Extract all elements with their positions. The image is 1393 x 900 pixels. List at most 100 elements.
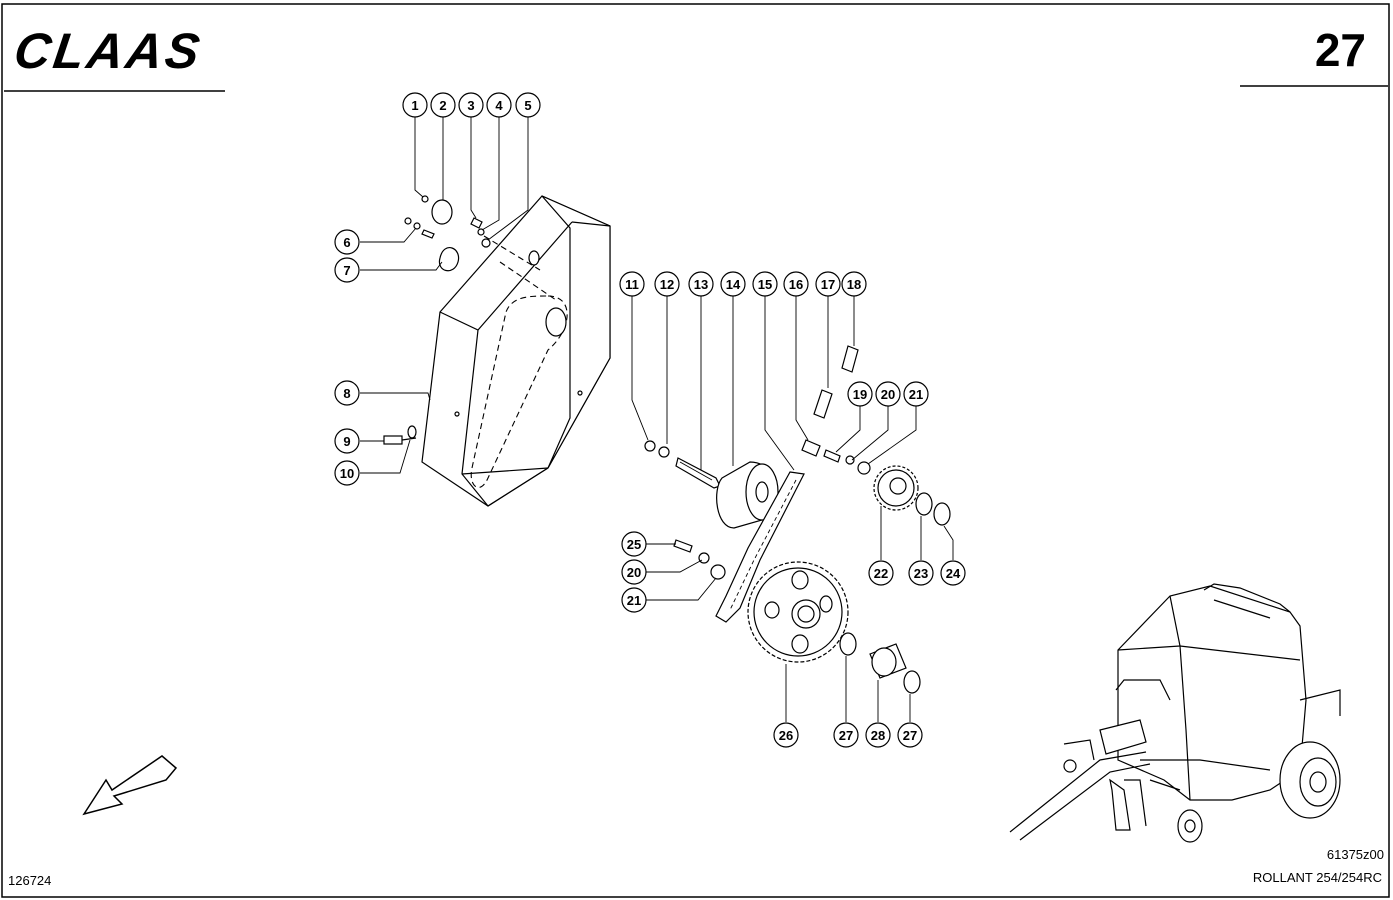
housing-bolt-set <box>383 425 417 445</box>
svg-text:3: 3 <box>467 98 474 113</box>
part-1-pin <box>421 195 429 203</box>
page-number: 27 <box>1315 24 1366 76</box>
part-7-strap <box>438 247 460 272</box>
small-sprocket-group <box>823 449 951 526</box>
callout-7: 7 <box>334 257 360 283</box>
callout-23: 23 <box>908 560 934 586</box>
callout-13: 13 <box>688 271 714 297</box>
svg-text:23: 23 <box>914 566 928 581</box>
part-6-nut-a <box>404 217 412 225</box>
callout-21-upper: 21 <box>903 381 929 407</box>
callout-28: 28 <box>865 722 891 748</box>
callout-4: 4 <box>486 92 512 118</box>
svg-text:16: 16 <box>789 277 803 292</box>
page-frame <box>1 3 1390 898</box>
direction-arrow <box>82 755 178 816</box>
part-9-bolt-head <box>383 435 403 445</box>
part-5-nut <box>481 238 491 248</box>
svg-text:9: 9 <box>343 434 350 449</box>
part-6-nut-b <box>413 222 421 230</box>
callout-6: 6 <box>334 229 360 255</box>
svg-text:2: 2 <box>439 98 446 113</box>
drive-chain <box>715 471 805 623</box>
document-number: 126724 <box>8 873 51 888</box>
chain-guard-housing <box>421 195 611 507</box>
callout-27-right: 27 <box>897 722 923 748</box>
callout-bubbles: 1 2 3 4 5 6 7 8 9 10 11 12 13 14 15 16 1… <box>334 92 966 748</box>
callout-20-upper: 20 <box>875 381 901 407</box>
drawing-code: 61375z00 <box>1327 847 1384 862</box>
svg-text:7: 7 <box>343 263 350 278</box>
svg-text:11: 11 <box>625 277 639 292</box>
svg-text:19: 19 <box>853 387 867 402</box>
svg-text:10: 10 <box>340 466 354 481</box>
svg-text:1: 1 <box>411 98 418 113</box>
part-23-ring <box>915 492 933 516</box>
part-11-nut <box>644 440 656 452</box>
leader-lines <box>360 117 954 722</box>
baler-overview-illustration <box>1009 583 1341 843</box>
part-4-washer <box>477 228 485 236</box>
svg-text:22: 22 <box>874 566 888 581</box>
svg-text:28: 28 <box>871 728 885 743</box>
callout-8: 8 <box>334 380 360 406</box>
bearing-set <box>839 632 921 694</box>
part-21-washer-b <box>710 564 726 580</box>
callout-25: 25 <box>621 531 647 557</box>
part-18-link <box>841 345 859 373</box>
callout-10: 10 <box>334 460 360 486</box>
part-21-washer-a <box>857 461 871 475</box>
part-20-washer-b <box>698 552 710 564</box>
part-16-link <box>801 439 821 457</box>
tensioner-parts <box>644 440 721 489</box>
svg-text:15: 15 <box>758 277 772 292</box>
svg-text:12: 12 <box>660 277 674 292</box>
large-sprocket <box>747 561 849 663</box>
cover-fasteners <box>404 195 491 272</box>
svg-text:26: 26 <box>779 728 793 743</box>
callout-9: 9 <box>334 428 360 454</box>
part-27-ring-a <box>839 632 857 656</box>
callout-26: 26 <box>773 722 799 748</box>
part-2-cover-cap <box>431 199 453 225</box>
svg-text:20: 20 <box>881 387 895 402</box>
callout-17: 17 <box>815 271 841 297</box>
callout-27-left: 27 <box>833 722 859 748</box>
svg-text:27: 27 <box>839 728 853 743</box>
callout-20-lower: 20 <box>621 559 647 585</box>
svg-text:14: 14 <box>726 277 741 292</box>
svg-text:6: 6 <box>343 235 350 250</box>
callout-1: 1 <box>402 92 428 118</box>
callout-12: 12 <box>654 271 680 297</box>
callout-19: 19 <box>847 381 873 407</box>
callout-3: 3 <box>458 92 484 118</box>
svg-text:18: 18 <box>847 277 861 292</box>
part-3-clip <box>470 217 483 229</box>
callout-2: 2 <box>430 92 456 118</box>
svg-text:24: 24 <box>946 566 961 581</box>
callout-16: 16 <box>783 271 809 297</box>
svg-text:5: 5 <box>524 98 531 113</box>
tension-roller <box>716 461 779 529</box>
part-6-bolt <box>421 229 435 239</box>
lower-fasteners <box>673 539 726 580</box>
part-27-ring-b <box>903 670 921 694</box>
svg-text:20: 20 <box>627 565 641 580</box>
brand-logo: CLAAS <box>11 23 206 79</box>
callout-21-lower: 21 <box>621 587 647 613</box>
part-19-bolt <box>823 449 841 463</box>
part-13-bolt <box>675 457 721 489</box>
model-name: ROLLANT 254/254RC <box>1253 870 1382 885</box>
svg-text:13: 13 <box>694 277 708 292</box>
svg-text:4: 4 <box>495 98 503 113</box>
svg-text:8: 8 <box>343 386 350 401</box>
svg-text:17: 17 <box>821 277 835 292</box>
part-10-washer <box>407 425 417 439</box>
callout-15: 15 <box>752 271 778 297</box>
part-17-link <box>813 389 833 419</box>
part-20-washer-a <box>845 455 855 465</box>
svg-text:21: 21 <box>909 387 923 402</box>
svg-text:25: 25 <box>627 537 641 552</box>
svg-text:21: 21 <box>627 593 641 608</box>
